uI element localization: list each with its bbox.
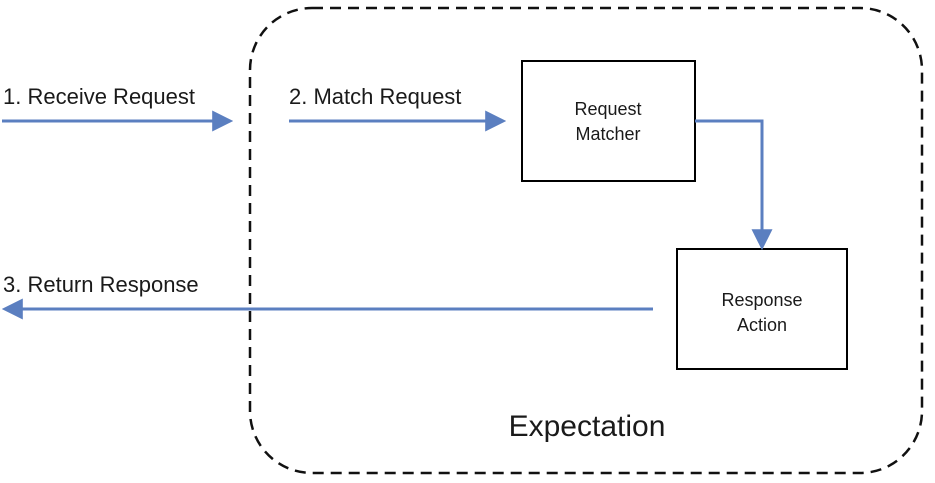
matcher-to-action-connector: [695, 119, 773, 251]
expectation-container: [248, 6, 924, 475]
request-matcher-box: Request Matcher: [521, 60, 696, 182]
response-action-label-line2: Action: [737, 315, 787, 335]
step-receive-label: 1. Receive Request: [3, 84, 195, 109]
response-action-label-line1: Response: [721, 290, 802, 310]
step-return-label: 3. Return Response: [3, 272, 199, 297]
request-matcher-label-line2: Matcher: [575, 124, 640, 144]
step-match-label: 2. Match Request: [289, 84, 461, 109]
response-action-box: Response Action: [676, 248, 848, 370]
expectation-label: Expectation: [509, 410, 666, 443]
request-matcher-label-line1: Request: [574, 99, 641, 119]
